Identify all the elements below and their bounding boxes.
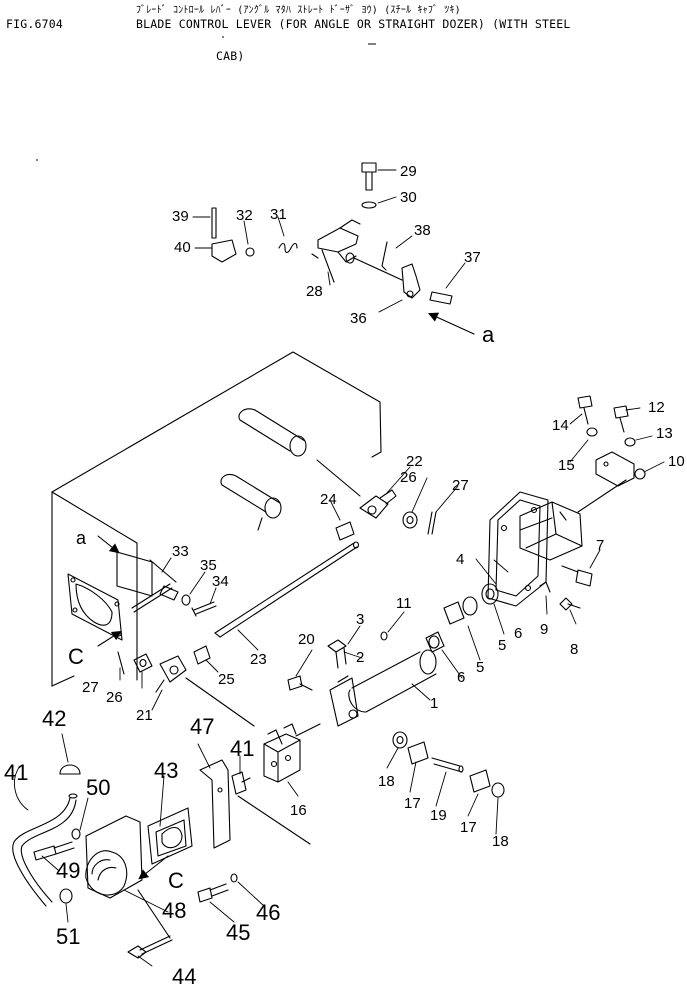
callout-40: 40 xyxy=(174,239,191,256)
leader-lines xyxy=(13,169,665,967)
callout-49: 49 xyxy=(56,858,80,883)
callout-21: 21 xyxy=(136,707,153,724)
callout-27a: 27 xyxy=(452,477,469,494)
callout-6a: 6 xyxy=(514,625,522,642)
callout-41a: 41 xyxy=(4,760,28,785)
callout-38: 38 xyxy=(414,222,431,239)
callout-7: 7 xyxy=(596,537,604,554)
view-marker-c-3: C xyxy=(168,868,184,893)
callout-32: 32 xyxy=(236,207,253,224)
callout-33: 33 xyxy=(172,543,189,560)
view-marker-c-2: C xyxy=(68,644,84,669)
callout-5b: 5 xyxy=(476,659,484,676)
title-english-line2: CAB) xyxy=(216,49,245,63)
callout-11: 11 xyxy=(396,595,412,612)
callout-30: 30 xyxy=(400,189,417,206)
callout-37: 37 xyxy=(464,249,481,266)
title-japanese: ﾌﾞﾚｰﾄﾞ ｺﾝﾄﾛｰﾙ ﾚﾊﾞｰ (ｱﾝｸﾞﾙ ﾏﾀﾊ ｽﾄﾚｰﾄ ﾄﾞｰｻ… xyxy=(136,5,461,16)
callout-50: 50 xyxy=(86,775,110,800)
callout-26b: 26 xyxy=(106,689,123,706)
callout-12: 12 xyxy=(648,399,665,416)
callout-31: 31 xyxy=(270,206,287,223)
shaft-linkage xyxy=(97,459,437,727)
callout-26a: 26 xyxy=(400,469,417,486)
callout-48: 48 xyxy=(162,898,186,923)
callout-20: 20 xyxy=(298,631,315,648)
callout-28: 28 xyxy=(306,283,323,300)
callout-4: 4 xyxy=(456,551,464,568)
view-marker-a-0: a xyxy=(482,322,495,347)
callout-34: 34 xyxy=(212,573,229,590)
callout-22: 22 xyxy=(406,453,423,470)
callout-45: 45 xyxy=(226,920,250,945)
lower-cover-group xyxy=(12,759,311,959)
title-ticks xyxy=(36,36,376,161)
callout-19: 19 xyxy=(430,807,447,824)
callout-9: 9 xyxy=(540,621,548,638)
callout-3: 3 xyxy=(356,611,364,628)
callout-10: 10 xyxy=(668,453,685,470)
callout-35: 35 xyxy=(200,557,217,574)
callout-41b: 41 xyxy=(230,736,254,761)
callout-51: 51 xyxy=(56,924,80,949)
callout-24: 24 xyxy=(320,491,337,508)
callout-18b: 18 xyxy=(492,833,509,850)
view-marker-a-1: a xyxy=(76,528,87,548)
callout-14: 14 xyxy=(552,417,569,434)
callout-42: 42 xyxy=(42,706,66,731)
callout-13: 13 xyxy=(656,425,673,442)
view-markers: a aC C xyxy=(68,322,495,893)
callout-1: 1 xyxy=(430,695,438,712)
callout-18a: 18 xyxy=(378,773,395,790)
upper-lever-assembly xyxy=(211,162,475,335)
callout-46: 46 xyxy=(256,900,280,925)
callout-16: 16 xyxy=(290,802,307,819)
callout-5a: 5 xyxy=(498,637,506,654)
callout-29: 29 xyxy=(400,163,417,180)
callout-2: 2 xyxy=(356,649,364,666)
callout-44: 44 xyxy=(172,964,196,984)
callout-17a: 17 xyxy=(404,795,421,812)
callout-27b: 27 xyxy=(82,679,99,696)
callout-15: 15 xyxy=(558,457,575,474)
callout-25: 25 xyxy=(218,671,235,688)
callout-8: 8 xyxy=(570,641,578,658)
lever-group xyxy=(263,583,505,798)
callout-23: 23 xyxy=(250,651,267,668)
callout-17b: 17 xyxy=(460,819,477,836)
cab-panel xyxy=(51,351,382,687)
callout-43: 43 xyxy=(154,758,178,783)
title-english-line1: BLADE CONTROL LEVER (FOR ANGLE OR STRAIG… xyxy=(136,17,571,31)
callout-39: 39 xyxy=(172,208,189,225)
callout-36: 36 xyxy=(350,310,367,327)
callout-47: 47 xyxy=(190,714,214,739)
figure-number: FIG.6704 xyxy=(6,17,63,31)
callout-6b: 6 xyxy=(457,669,465,686)
